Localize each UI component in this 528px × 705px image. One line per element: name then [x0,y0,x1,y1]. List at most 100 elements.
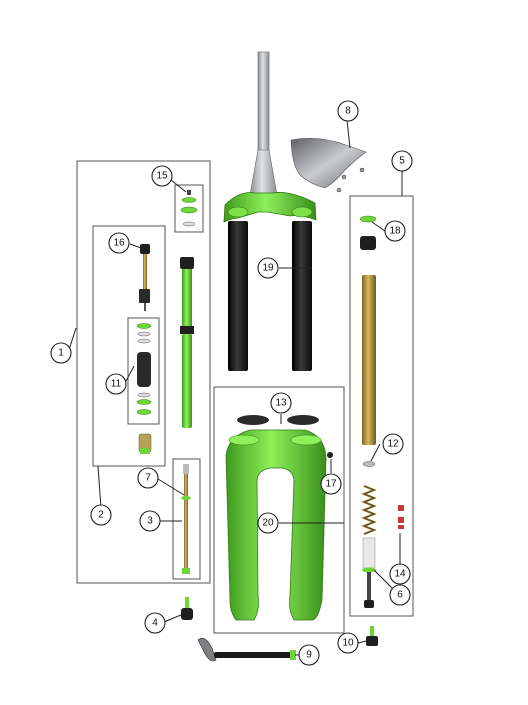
seal-ring-4 [136,399,152,405]
damper-tube-lower [182,334,192,428]
damper-tube-collar [180,326,194,334]
air-seal-red-1 [398,505,404,511]
callout-12: 12 [382,433,404,455]
lower-leg-right-bore [290,434,322,446]
svg-text:11: 11 [111,379,122,390]
air-cap [360,236,376,250]
seal-ring-3 [137,392,151,398]
svg-text:15: 15 [156,171,168,182]
air-spring-parts [359,215,404,608]
callout-5: 5 [391,150,413,172]
frame-rebound-rod [172,458,201,580]
air-seal-red-3 [398,525,404,529]
crown-steerer-uppers [223,51,317,371]
topcap-clip [181,197,197,203]
callout-18: 18 [384,220,406,242]
damper-tube-cap [180,257,194,269]
callouts: 1 2 3 4 5 6 7 8 9 10 11 12 13 14 15 16 1… [50,100,413,666]
callout-17: 17 [320,473,342,495]
leader-7 [157,478,185,496]
callout-20: 20 [257,512,279,534]
damper-shaft [143,254,147,290]
svg-text:4: 4 [152,618,158,629]
air-spring-ring-12 [362,461,376,467]
air-piston [362,537,376,569]
air-spring-shaft-tube [362,275,376,445]
callout-10: 10 [337,632,359,654]
svg-text:6: 6 [397,590,403,601]
assembly-frames [76,160,414,634]
damper-pin [144,303,146,311]
fender-body [290,138,367,189]
seal-top-ring [136,323,152,329]
callout-9: 9 [298,644,320,666]
callout-3: 3 [139,510,161,532]
steerer-taper [249,149,278,196]
thru-axle [197,637,296,662]
topcap-screw [187,190,191,195]
svg-text:20: 20 [262,518,274,529]
seal-kit-parts [136,323,152,415]
lower-legs [225,415,333,621]
bleed-port-17 [327,452,333,458]
leader-16 [129,243,142,249]
crown-right-bore [291,206,313,218]
leader-2 [97,465,102,509]
callout-6: 6 [389,584,411,606]
svg-text:16: 16 [113,238,125,249]
lower-leg-casting [225,429,327,621]
svg-text:7: 7 [145,473,151,484]
air-shaft [367,572,371,602]
air-foot-nut [364,600,374,608]
damper-tube-parts [180,257,194,428]
frame-topcap-kit [174,184,204,233]
stanchion-left [228,221,248,371]
thru-axle-shaft [214,652,294,658]
seal-ring-5 [136,409,152,415]
steerer-tube [257,51,270,153]
callout-7: 7 [137,467,159,489]
crown-left-bore [227,206,249,218]
topcap-washer [182,221,196,227]
coil-spring [361,485,377,535]
rebound-rod-parts [181,464,191,574]
damper-base [139,289,150,303]
damper-tube-upper [182,269,192,329]
leader-10 [357,640,367,644]
callout-14: 14 [389,563,411,585]
callout-8: 8 [337,100,359,122]
svg-text:13: 13 [275,398,287,409]
callout-16: 16 [108,232,130,254]
lower-leg-left-bore [228,434,260,446]
fender-bolt-3 [336,187,342,193]
svg-text:3: 3 [147,516,153,527]
leader-18 [371,221,386,232]
topcap-knob [180,206,198,214]
thru-axle-end [290,650,296,660]
rebound-rod-clip [181,496,191,500]
topcap-kit-parts [180,190,198,227]
leader-4 [163,614,182,623]
foot-valve-nut [366,636,378,646]
leader-12 [370,443,381,462]
air-piston-ring [362,567,376,573]
callout-2: 2 [90,504,112,526]
frame-air-spring-assembly [349,195,414,617]
svg-text:17: 17 [325,479,337,490]
frame-seal-kit [127,317,160,425]
dust-seal-left [237,415,269,425]
air-seal-red-2 [398,517,404,523]
dust-seal-right [287,415,319,425]
seal-sleeve [137,352,151,387]
svg-text:8: 8 [345,106,351,117]
leader-lines [67,119,403,656]
fender [290,138,367,193]
svg-text:14: 14 [394,569,406,580]
rebound-rod-shaft [184,474,188,570]
foot-valve [366,626,378,646]
callout-1: 1 [50,342,72,364]
svg-text:18: 18 [389,226,401,237]
fender-bolt-2 [359,167,365,173]
svg-text:12: 12 [387,439,399,450]
